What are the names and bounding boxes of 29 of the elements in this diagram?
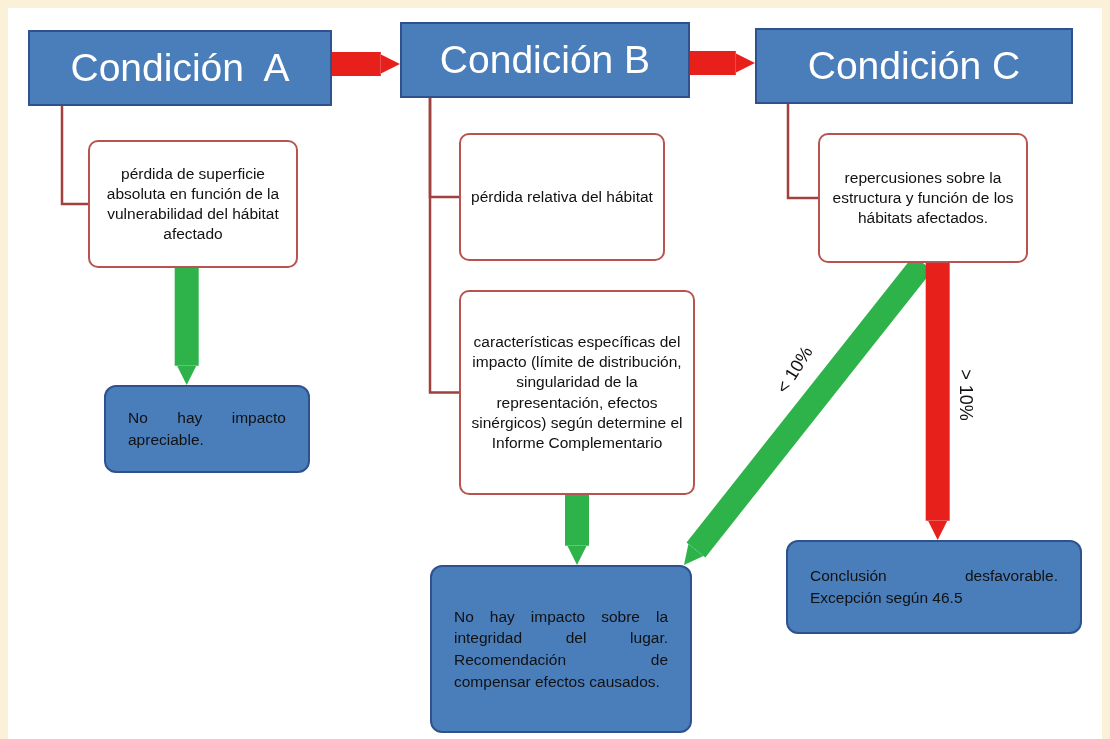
criterion-box bbox=[459, 290, 695, 495]
block-arrow bbox=[565, 495, 589, 565]
criterion-text: repercusiones sobre la estructura y función de los hábitats afectados. bbox=[831, 167, 1015, 229]
block-arrow bbox=[332, 52, 400, 76]
block-arrow bbox=[174, 268, 199, 385]
block-arrow bbox=[925, 263, 950, 540]
criterion-text: características específicas del impacto (límite de distribución, singularidad de la representación, efectos sinérgicos) según determine el Informe Complementario bbox=[471, 332, 683, 453]
condition-box bbox=[755, 28, 1073, 104]
criterion-box bbox=[88, 140, 298, 268]
result-text: Conclusión desfavorable. Excepción según 46.5 bbox=[810, 566, 1058, 608]
condition-title: Condición B bbox=[439, 38, 651, 82]
result-box bbox=[786, 540, 1082, 634]
result-text: No hay impacto apreciable. bbox=[128, 408, 286, 450]
connector-line bbox=[60, 106, 88, 206]
block-arrow bbox=[690, 51, 755, 75]
criterion-text: pérdida de superficie absoluta en función de la vulnerabilidad del hábitat afectado bbox=[105, 163, 281, 245]
connector-line bbox=[786, 104, 818, 200]
condition-title: Condición A bbox=[70, 46, 290, 90]
criterion-text: pérdida relativa del hábitat bbox=[471, 186, 653, 207]
condition-box bbox=[400, 22, 690, 98]
result-box bbox=[430, 565, 692, 733]
result-box bbox=[104, 385, 310, 473]
condition-box bbox=[28, 30, 332, 106]
criterion-box bbox=[459, 133, 665, 261]
condition-title: Condición C bbox=[807, 44, 1021, 88]
connector-line bbox=[428, 98, 459, 394]
criterion-box bbox=[818, 133, 1028, 263]
result-text: No hay impacto sobre la integridad del lugar. Recomendación de compensar efectos causados. bbox=[454, 606, 668, 692]
edge-label: > 10% bbox=[954, 369, 976, 421]
